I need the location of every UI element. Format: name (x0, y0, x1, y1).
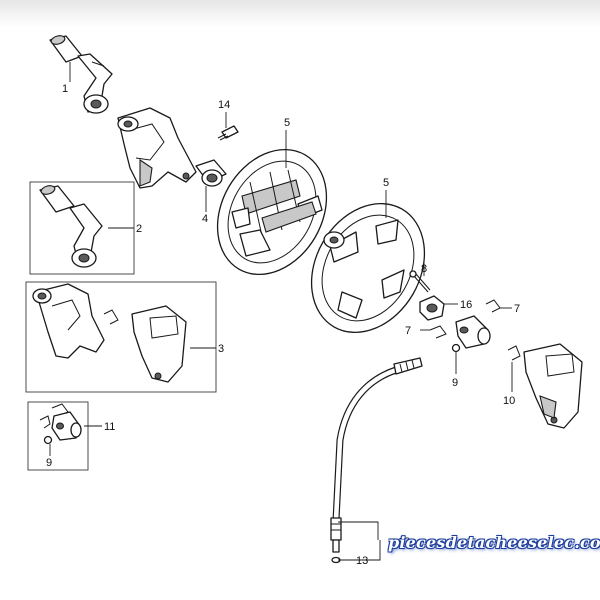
part-14-screw (217, 125, 239, 141)
part-7-clip-upper (485, 299, 501, 313)
right-side-cover (523, 343, 583, 429)
callout-5-right: 5 (383, 177, 389, 189)
callout-9-kit: 9 (46, 457, 52, 469)
callout-3: 3 (218, 343, 224, 355)
callout-8: 8 (421, 263, 427, 275)
part-1-crank-handle (49, 35, 113, 114)
callout-9-main: 9 (452, 377, 458, 389)
callout-12: 12 (398, 536, 410, 548)
callout-7-lower: 7 (405, 325, 411, 337)
callout-16: 16 (460, 299, 472, 311)
callout-14: 14 (218, 99, 230, 111)
part-3-bracket-and-cover (32, 283, 187, 383)
part-11-swivel-kit (39, 403, 82, 445)
callouts: 1 2 3 4 5 5 7 7 8 9 9 10 11 12 13 14 16 (46, 83, 520, 567)
callout-4: 4 (202, 213, 208, 225)
kit-box-11 (27, 401, 89, 471)
part-7-clip-lower (429, 325, 447, 339)
part-5-reel-drum-right (310, 202, 426, 334)
part-4-coupling (195, 159, 227, 187)
header-band (0, 0, 600, 28)
callout-10: 10 (503, 395, 515, 407)
part-8-screw (409, 270, 431, 293)
callout-7-upper: 7 (514, 303, 520, 315)
callout-1: 1 (62, 83, 68, 95)
leader-lines (49, 62, 513, 561)
part-2-crank-handle (39, 185, 103, 268)
callout-2: 2 (136, 223, 142, 235)
part-12-hose (330, 357, 423, 553)
site-watermark: piecesdetacheeselec.com (388, 533, 600, 552)
callout-13: 13 (356, 555, 368, 567)
wall-bracket (117, 107, 197, 189)
callout-11: 11 (104, 421, 115, 433)
part-10-ring (507, 345, 521, 361)
part-16-nut (419, 295, 445, 321)
kit-box-3 (25, 281, 217, 393)
swivel-joint (455, 315, 491, 349)
callout-5-left: 5 (284, 117, 290, 129)
part-9-o-ring (451, 343, 461, 353)
part-5-reel-drum-left (216, 148, 328, 276)
